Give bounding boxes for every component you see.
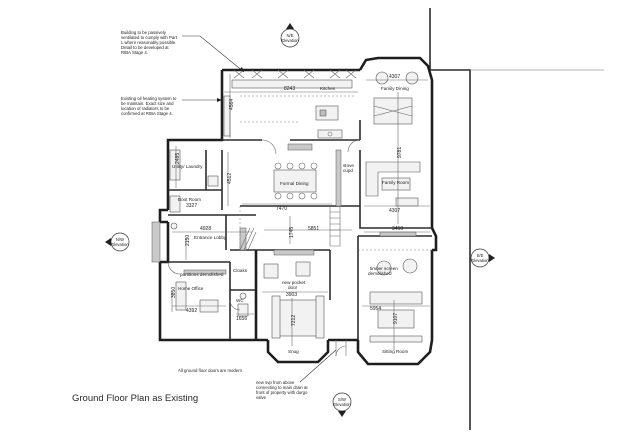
- wall-hatching: [151, 143, 417, 275]
- note-drain-line-1: new svp from above: [256, 380, 295, 385]
- dim-boot-room-width: 3327: [186, 203, 197, 209]
- dim-kitchen-height: 4564: [229, 99, 235, 110]
- room-label-family-room: Family Room: [382, 180, 409, 185]
- door-swings: [167, 139, 361, 311]
- family-dining-table: [373, 71, 419, 125]
- dim-family-dining-width: 4307: [389, 74, 400, 80]
- room-labels: Kitchen Family Dining Formal Dining Fami…: [172, 86, 409, 354]
- elevation-nw-label: N/W: [116, 237, 124, 242]
- dim-office-height: 3850: [171, 287, 177, 298]
- room-label-family-dining: Family Dining: [381, 86, 409, 91]
- dim-sitting-height: 9107: [393, 313, 399, 324]
- annotations: partitions demolished timber screen demo…: [180, 266, 398, 290]
- elevation-ne-label: N/E: [287, 33, 294, 38]
- drawing-title: Ground Floor Plan as Existing: [72, 393, 198, 404]
- annotation-timber-screen-2: demolished: [368, 271, 392, 276]
- room-label-boot-room: Boot Room: [178, 197, 201, 202]
- dim-lobby-height: 2150: [185, 235, 191, 246]
- kitchen-units: [223, 79, 356, 139]
- site-boundary: [429, 8, 604, 430]
- dim-snug-width: 3903: [286, 292, 297, 298]
- dim-wc-width: 1656: [236, 316, 247, 322]
- dimension-labels: 8243 4307 4564 9781 4512 7470 4307 2485 …: [171, 74, 403, 326]
- rear-glazing: [233, 69, 357, 79]
- dim-sitting-width: 5954: [370, 306, 381, 312]
- elevation-marker-ne: N/E Elevation: [280, 23, 300, 48]
- elevation-ne-sublabel: Elevation: [281, 38, 299, 43]
- staircase: [239, 206, 341, 251]
- room-label-home-office: Home Office: [178, 286, 204, 291]
- note-heating: Existing oil heating system to be mainta…: [121, 96, 222, 116]
- footnote-doors: All ground floor doors are modern: [178, 368, 243, 373]
- elevation-se-sublabel: Elevation: [471, 258, 489, 263]
- room-label-snug: Snug: [288, 349, 299, 354]
- note-ventilation-line-3: L where reasonably possible.: [121, 40, 177, 45]
- note-ventilation: Building to be passively ventilated to c…: [121, 30, 245, 73]
- room-label-formal-dining: Formal Dining: [280, 181, 309, 186]
- room-label-kitchen: Kitchen: [320, 86, 336, 91]
- note-drain-line-2: connecting to main drain at: [256, 385, 308, 390]
- elevation-marker-se: S/E Elevation: [470, 248, 495, 268]
- dim-formal-dining-height: 4512: [227, 173, 233, 184]
- dim-hall-depth: 1745: [289, 227, 295, 238]
- room-label-utility: Utility/ Laundry: [172, 164, 203, 169]
- note-heating-line-2: be maintain. Exact size and: [121, 101, 174, 106]
- elevation-sw-sublabel: Elevation: [333, 402, 351, 407]
- room-label-cupd: cupd: [343, 168, 353, 173]
- dimension-lines: [171, 74, 430, 350]
- annotation-pocket-door-1: new pocket: [282, 280, 306, 285]
- note-drain-line-4: valve: [256, 395, 267, 400]
- elevation-marker-sw: S/W Elevation: [332, 392, 352, 417]
- dim-family-height: 9781: [397, 147, 403, 158]
- dim-family-room-width: 4307: [389, 208, 400, 214]
- annotation-pocket-door-2: door: [288, 285, 298, 290]
- dim-office-width: 4392: [186, 308, 197, 314]
- room-label-sitting-room: Sitting Room: [382, 349, 408, 354]
- elevation-marker-nw: N/W Elevation: [105, 232, 130, 252]
- annotation-timber-screen-1: timber screen: [370, 266, 398, 271]
- dim-entrance-width: 4928: [200, 226, 211, 232]
- dim-utility-height: 2485: [175, 153, 181, 164]
- room-label-cloaks: Cloaks: [233, 268, 248, 273]
- note-drain-line-3: front of property with durgo: [256, 390, 308, 395]
- note-drain: new svp from above connecting to main dr…: [256, 349, 337, 400]
- note-ventilation-line-1: Building to be passively: [121, 30, 167, 35]
- dim-snug-height: 7212: [291, 315, 297, 326]
- formal-dining-table: [273, 162, 318, 200]
- room-label-stove: stove: [343, 163, 354, 168]
- note-ventilation-line-4: Detail to be developed at: [121, 45, 169, 50]
- utility-fixtures: [169, 149, 219, 230]
- room-label-wc: WC: [236, 298, 244, 303]
- elevation-se-label: S/E: [477, 253, 484, 258]
- note-heating-line-1: Existing oil heating system to: [121, 96, 177, 101]
- sitting-room-furniture: [369, 258, 423, 343]
- front-entry: [335, 340, 347, 357]
- snug-furniture: [263, 261, 325, 339]
- dim-formal-dining-width: 7470: [276, 206, 287, 212]
- elevation-sw-label: S/W: [338, 397, 346, 402]
- note-ventilation-line-5: RIBA Stage 4.: [121, 50, 148, 55]
- dim-kitchen-width: 8243: [284, 86, 295, 92]
- note-ventilation-line-2: ventilated to comply with Part: [121, 35, 178, 40]
- note-heating-line-3: location of radiators to be: [121, 106, 170, 111]
- room-label-entrance-lobby: Entrance Lobby: [194, 235, 227, 240]
- dim-hall-width: 5851: [308, 226, 319, 232]
- elevation-nw-sublabel: Elevation: [111, 242, 129, 247]
- note-heating-line-4: confirmed at RIBA Stage 4.: [121, 111, 173, 116]
- dim-screen-width: 3450: [392, 226, 403, 232]
- wc-fixtures: [237, 292, 249, 317]
- annotation-partitions: partitions demolished: [180, 272, 224, 277]
